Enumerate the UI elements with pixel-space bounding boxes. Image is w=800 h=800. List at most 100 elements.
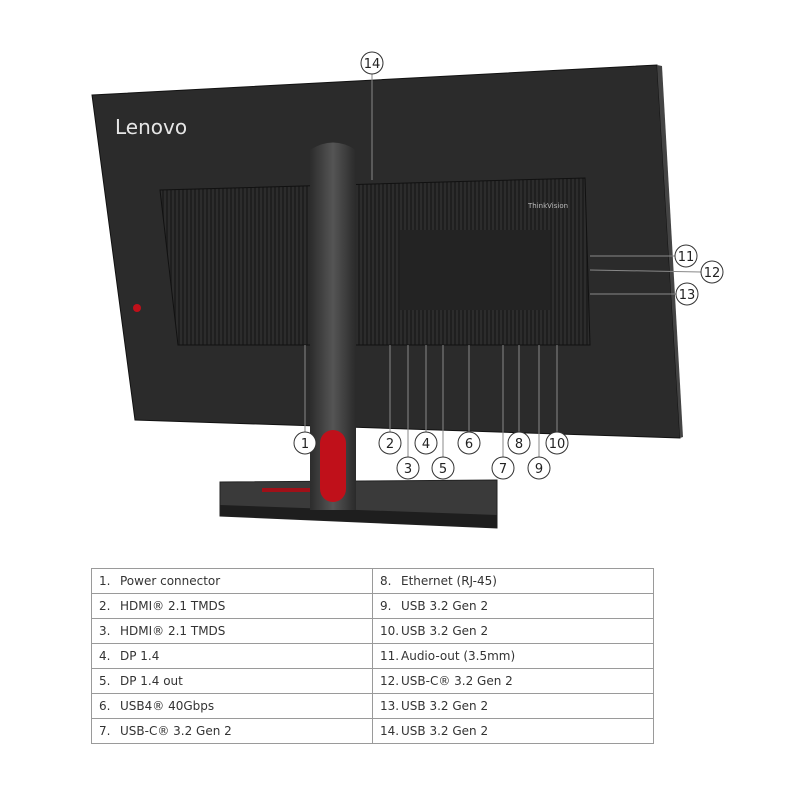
callout-circle (431, 456, 455, 480)
port-number: 4. (99, 649, 111, 663)
monitor-side-edge (657, 65, 683, 438)
callout-10: 10 (545, 431, 569, 455)
port-number: 12. (380, 674, 400, 688)
callout-9: 9 (527, 456, 551, 480)
callout-circle (378, 431, 402, 455)
port-label: USB-C® 3.2 Gen 2 (120, 724, 232, 738)
port-label: HDMI® 2.1 TMDS (120, 624, 226, 638)
callout-number: 2 (386, 437, 394, 452)
port-label: USB 3.2 Gen 2 (401, 599, 489, 613)
port-cell: 1. Power connector (91, 568, 373, 594)
power-button-icon (133, 304, 141, 312)
callout-number: 8 (515, 437, 523, 452)
callout-circle (675, 282, 699, 306)
port-number: 9. (380, 599, 392, 613)
cable-management-slot (320, 430, 346, 502)
callout-number: 10 (549, 437, 566, 452)
port-cell: 11.Audio-out (3.5mm) (372, 643, 654, 669)
callout-number: 4 (422, 437, 430, 452)
callout-4: 4 (414, 431, 438, 455)
callout-7: 7 (491, 456, 515, 480)
callout-number: 7 (499, 462, 507, 477)
callout-5: 5 (431, 456, 455, 480)
table-row: 5. DP 1.4 out 12.USB-C® 3.2 Gen 2 (91, 668, 654, 694)
port-number: 5. (99, 674, 111, 688)
callout-circle (527, 456, 551, 480)
callout-circle (491, 456, 515, 480)
port-number: 11. (380, 649, 400, 663)
callout-number: 11 (678, 250, 695, 265)
port-number: 14. (380, 724, 400, 738)
callout-circle (457, 431, 481, 455)
port-label: Audio-out (3.5mm) (401, 649, 516, 663)
callout-1: 1 (293, 431, 317, 455)
port-number: 1. (99, 574, 111, 588)
port-cell: 2. HDMI® 2.1 TMDS (91, 593, 373, 619)
callout-number: 9 (535, 462, 543, 477)
port-label: USB 3.2 Gen 2 (401, 699, 489, 713)
table-row: 2. HDMI® 2.1 TMDS 9. USB 3.2 Gen 2 (91, 593, 654, 619)
port-number: 13. (380, 699, 400, 713)
callout-12: 12 (700, 260, 724, 284)
table-row: 6. USB4® 40Gbps 13.USB 3.2 Gen 2 (91, 693, 654, 719)
port-number: 7. (99, 724, 111, 738)
callout-2: 2 (378, 431, 402, 455)
port-cell: 8. Ethernet (RJ-45) (372, 568, 654, 594)
callout-8: 8 (507, 431, 531, 455)
callout-circle (396, 456, 420, 480)
table-row: 4. DP 1.4 11.Audio-out (3.5mm) (91, 643, 654, 669)
port-number: 2. (99, 599, 111, 613)
callout-circle (414, 431, 438, 455)
callout-11: 11 (674, 244, 698, 268)
port-cell: 12.USB-C® 3.2 Gen 2 (372, 668, 654, 694)
stand-base-accent (262, 488, 322, 492)
callout-number: 5 (439, 462, 447, 477)
callout-14: 14 (360, 51, 384, 75)
port-label: DP 1.4 (120, 649, 160, 663)
callout-number: 12 (704, 266, 721, 281)
port-cell: 10.USB 3.2 Gen 2 (372, 618, 654, 644)
housing-panel (400, 230, 550, 310)
stand-base-edge (220, 505, 497, 528)
port-label: USB-C® 3.2 Gen 2 (401, 674, 513, 688)
port-cell: 3. HDMI® 2.1 TMDS (91, 618, 373, 644)
table-row: 3. HDMI® 2.1 TMDS 10.USB 3.2 Gen 2 (91, 618, 654, 644)
stand-neck (310, 142, 356, 510)
callout-3: 3 (396, 456, 420, 480)
port-legend-table: 1. Power connector 8. Ethernet (RJ-45) 2. HDM… (91, 568, 654, 744)
callout-number: 6 (465, 437, 473, 452)
port-number: 6. (99, 699, 111, 713)
lenovo-logo: Lenovo (115, 115, 187, 139)
callout-6: 6 (457, 431, 481, 455)
port-label: Power connector (120, 574, 221, 588)
port-label: HDMI® 2.1 TMDS (120, 599, 226, 613)
port-cell: 6. USB4® 40Gbps (91, 693, 373, 719)
callout-number: 3 (404, 462, 412, 477)
port-number: 3. (99, 624, 111, 638)
port-cell: 4. DP 1.4 (91, 643, 373, 669)
callout-number: 13 (679, 288, 696, 303)
port-cell: 13.USB 3.2 Gen 2 (372, 693, 654, 719)
port-cell: 7. USB-C® 3.2 Gen 2 (91, 718, 373, 744)
port-label: USB 3.2 Gen 2 (401, 724, 489, 738)
thinkvision-logo: ThinkVision (527, 202, 568, 210)
port-label: USB 3.2 Gen 2 (401, 624, 489, 638)
callout-number: 1 (301, 437, 309, 452)
callout-leader-lines (304, 74, 702, 457)
table-row: 1. Power connector 8. Ethernet (RJ-45) (91, 568, 654, 594)
port-label: Ethernet (RJ-45) (401, 574, 497, 588)
callout-circle (293, 431, 317, 455)
port-label: DP 1.4 out (120, 674, 183, 688)
callout-circle (700, 260, 724, 284)
table-row: 7. USB-C® 3.2 Gen 2 14.USB 3.2 Gen 2 (91, 718, 654, 744)
port-number: 10. (380, 624, 400, 638)
port-label: USB4® 40Gbps (120, 699, 215, 713)
callout-circle (507, 431, 531, 455)
callout-number: 14 (364, 57, 381, 72)
port-number: 8. (380, 574, 392, 588)
callout-13: 13 (675, 282, 699, 306)
callout-circle (360, 51, 384, 75)
port-cell: 5. DP 1.4 out (91, 668, 373, 694)
